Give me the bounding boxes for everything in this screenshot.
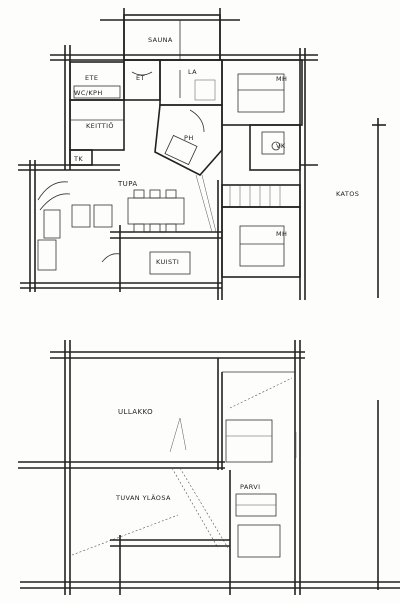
ground-floor-plan [18,8,386,300]
label-mh-top: MH [276,75,287,83]
label-et: ET [136,74,145,82]
label-eteinen: ETE [85,74,98,82]
label-sauna: SAUNA [148,36,173,44]
label-tuvan-ylaosa: TUVAN YLÄOSA [115,493,171,502]
label-tupa: TUPA [117,180,138,188]
label-parvi: PARVI [240,483,260,491]
label-keittio: KEITTIÖ [86,121,114,130]
label-mh-bottom: MH [276,230,287,238]
label-la: LA [188,68,197,76]
upper-floor-plan [18,340,400,595]
label-ph: PH [184,134,194,142]
label-katos: KATOS [336,190,359,198]
label-vk: VK [276,142,286,150]
label-wc-kph: WC/KPH [74,89,103,97]
label-kuisti: KUISTI [156,258,179,266]
label-tk: TK [73,155,83,163]
label-ullakko: ULLAKKO [118,408,153,416]
